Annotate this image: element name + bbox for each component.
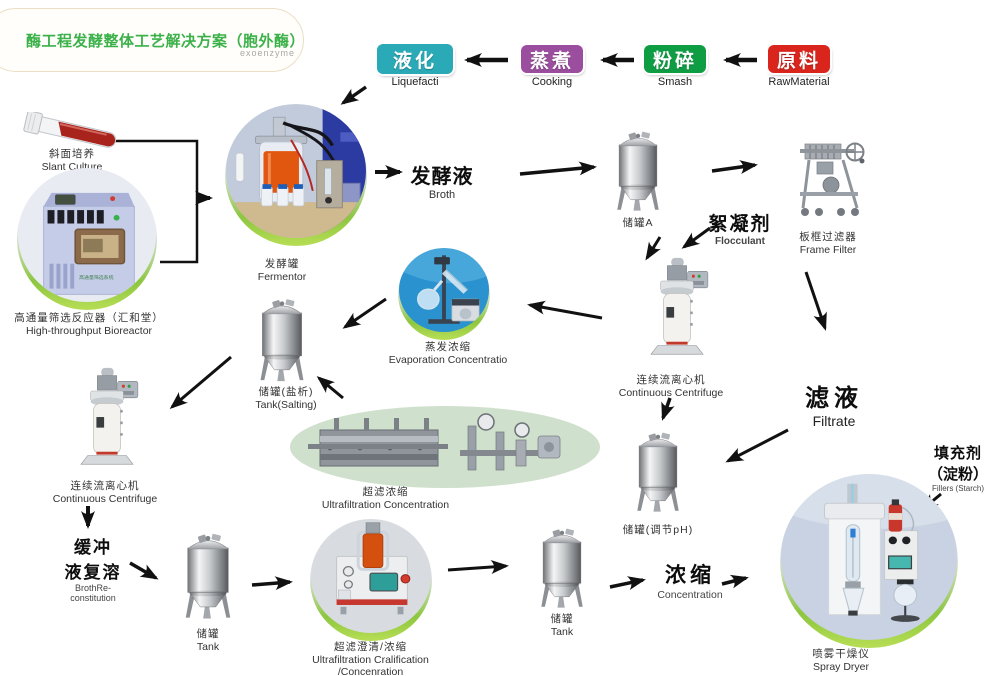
arrow-centrifuge-to-tank-ph bbox=[661, 397, 675, 421]
tank-a-image bbox=[611, 129, 665, 213]
arrow-filtrate-to-tank-ph bbox=[725, 428, 789, 463]
step-box-cooking: 蒸煮 bbox=[521, 45, 583, 73]
ultrafiltration-clarification-label: 超滤澄清/浓缩 Ultrafiltration Cralification /C… bbox=[312, 641, 429, 676]
broth-label: 发酵液 Broth bbox=[410, 166, 474, 201]
fermentor-label: 发酵罐 Fermentor bbox=[257, 258, 307, 283]
arrow-frame-filter-to-filtrate bbox=[804, 271, 827, 331]
tank-ph-label: 储罐(调节pH) bbox=[622, 524, 694, 536]
arrow-tank-left-to-ultra-clarification bbox=[251, 576, 293, 591]
arrow-evaporation-to-tank-salting bbox=[342, 297, 387, 329]
concentration-label: 浓缩 Concentration bbox=[657, 564, 723, 601]
arrow-tank-salting-to-centrifuge-left bbox=[169, 355, 232, 409]
arrow-liquefaction-to-fermentor bbox=[340, 85, 367, 105]
continuous-centrifuge-left-image bbox=[73, 365, 141, 471]
arrow-broth-to-tank-a bbox=[519, 161, 597, 176]
step-label: 粉碎 bbox=[652, 50, 697, 72]
step-label: 原料 bbox=[776, 50, 821, 72]
tank-middle-image bbox=[535, 525, 589, 611]
title-banner bbox=[0, 8, 304, 72]
arrow-centrifuge-to-evaporation bbox=[527, 300, 603, 320]
svg-text:高通量筛选系统: 高通量筛选系统 bbox=[79, 274, 114, 281]
arrow-tank-middle-to-concentration bbox=[609, 576, 646, 590]
slant-culture-test-tube-icon bbox=[23, 112, 117, 148]
ultrafiltration-image bbox=[290, 406, 600, 488]
filtrate-label: 滤液 Filtrate bbox=[805, 385, 863, 429]
continuous-centrifuge-right-image bbox=[643, 255, 711, 361]
bioreactor-label: 高通量筛选反应器（汇和堂） High-throughput Bioreactor bbox=[14, 312, 164, 337]
arrow-tank-a-to-frame-filter bbox=[711, 160, 758, 175]
step-label: 蒸煮 bbox=[529, 50, 574, 72]
evaporation-image bbox=[398, 248, 490, 340]
tank-salting-image bbox=[254, 296, 310, 384]
tank-left-image bbox=[179, 530, 237, 622]
step-box-smash: 粉碎 bbox=[644, 45, 706, 73]
evaporation-label: 蒸发浓缩 Evaporation Concentratio bbox=[388, 341, 508, 366]
arrow-ultra-clarification-to-tank-middle bbox=[447, 560, 509, 575]
step-en-liquefaction: Liquefacti bbox=[391, 76, 439, 88]
tank-middle-label: 储罐 Tank bbox=[550, 613, 574, 638]
step-en-raw-material: RawMaterial bbox=[768, 76, 830, 88]
continuous-centrifuge-right-label: 连续流离心机 Continuous Centrifuge bbox=[618, 374, 724, 399]
spray-dryer-image bbox=[780, 474, 958, 648]
ultrafiltration-label: 超滤浓缩 Ultrafiltration Concentration bbox=[321, 486, 450, 511]
step-label: 液化 bbox=[392, 50, 437, 72]
bioreactor-image: 高通量筛选系统 bbox=[17, 168, 157, 310]
frame-filter-image bbox=[800, 142, 865, 216]
tank-ph-image bbox=[631, 428, 685, 516]
ultrafiltration-clarification-image bbox=[310, 519, 432, 641]
page-subtitle: exoenzyme bbox=[240, 48, 296, 58]
page-title: 酶工程发酵整体工艺解决方案（胞外酶） bbox=[26, 33, 306, 50]
continuous-centrifuge-left-label: 连续流离心机 Continuous Centrifuge bbox=[52, 480, 158, 505]
frame-filter-label: 板框过滤器 Frame Filter bbox=[799, 231, 857, 256]
step-box-liquefaction: 液化 bbox=[377, 44, 453, 74]
flocculant-label: 絮凝剂 Flocculant bbox=[708, 214, 772, 247]
fillers-label: 填充剂 （淀粉） Fillers (Starch) bbox=[927, 445, 988, 493]
broth-reconstitution-label: 缓冲 液复溶 BrothRe- constitution bbox=[64, 538, 122, 603]
arrow-reconstitution-to-tank-left bbox=[129, 561, 159, 580]
tank-salting-label: 储罐(盐析) Tank(Salting) bbox=[255, 386, 317, 411]
tank-left-label: 储罐 Tank bbox=[196, 628, 220, 653]
step-box-raw-material: 原料 bbox=[768, 45, 830, 73]
step-en-smash: Smash bbox=[657, 76, 693, 88]
step-en-cooking: Cooking bbox=[531, 76, 573, 88]
tank-a-label: 储罐A bbox=[622, 217, 654, 229]
fermentor-image bbox=[225, 104, 367, 246]
spray-dryer-label: 喷雾干燥仪 Spray Dryer bbox=[812, 648, 870, 673]
